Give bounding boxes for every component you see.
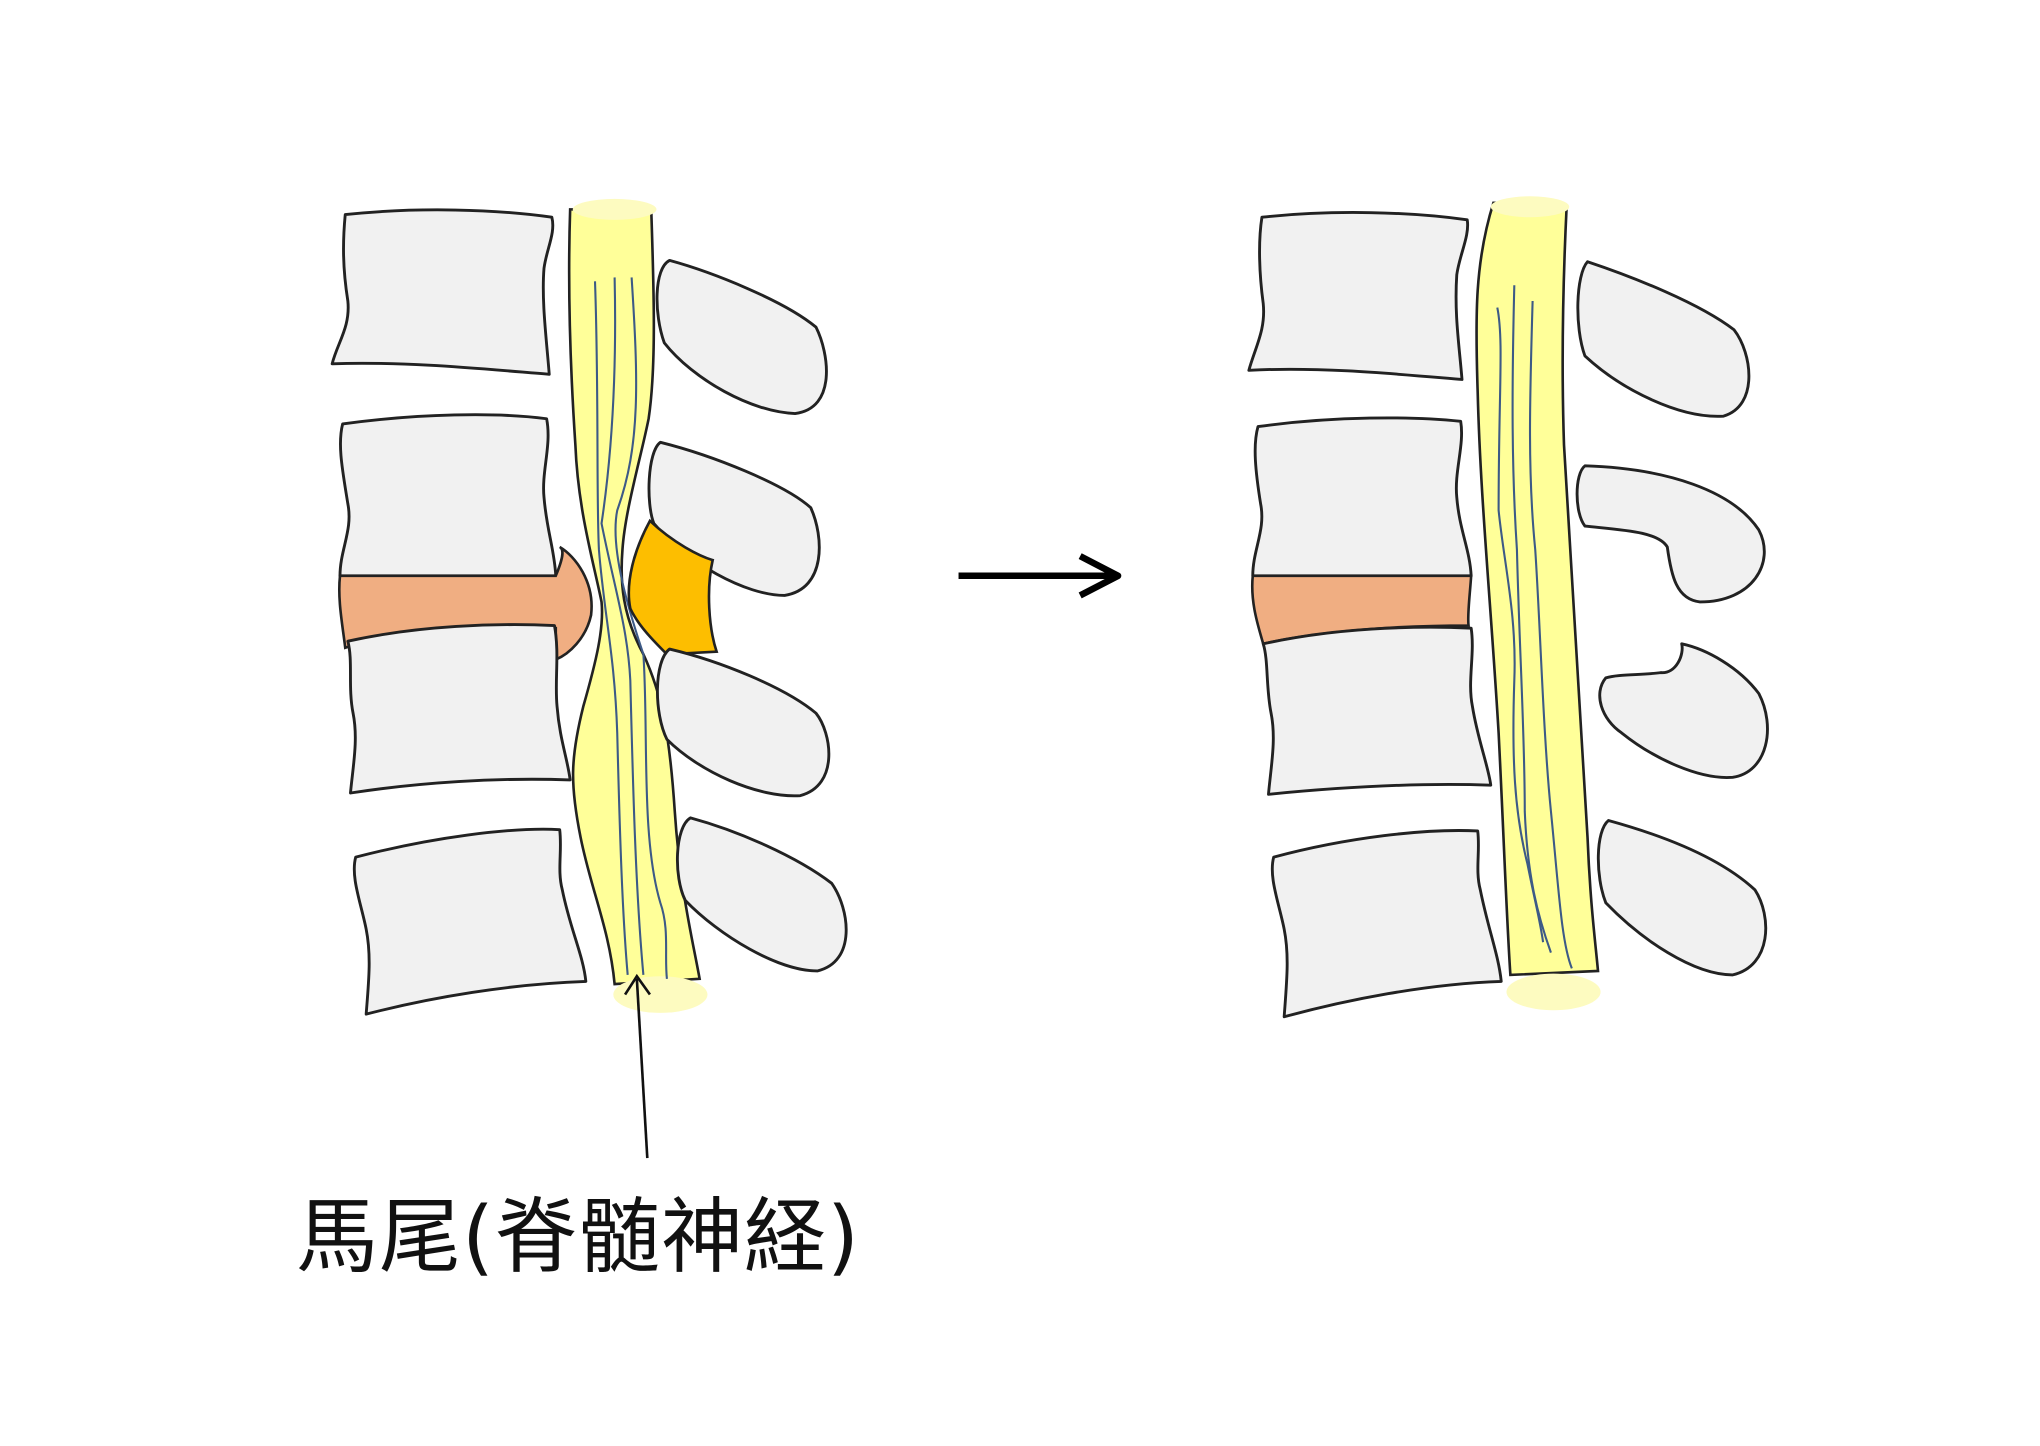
- cord-bottom-end: [613, 976, 708, 1013]
- cauda-equina: [567, 208, 702, 986]
- lamina-1: [1576, 260, 1751, 418]
- lamina-2-resected: [1575, 464, 1766, 604]
- cord-bottom-end: [1506, 973, 1601, 1011]
- cord-top-end: [572, 198, 657, 220]
- vertebral-body-2: [1251, 416, 1473, 578]
- label-pointer-arrowhead: [623, 973, 651, 996]
- thickened-ligament: [627, 518, 719, 656]
- vertebral-body-3: [346, 623, 572, 795]
- lamina-4: [676, 816, 848, 973]
- cauda-equina-label: 馬尾(脊髄神経): [296, 1190, 860, 1285]
- vertebral-body-4: [1270, 829, 1503, 1019]
- lamina-4: [1596, 819, 1768, 977]
- vertebral-body-1: [1247, 211, 1470, 381]
- nerve-roots: [1496, 285, 1573, 969]
- before-spine: [330, 198, 848, 1159]
- lamina-3: [656, 647, 831, 798]
- after-spine: [1247, 196, 1769, 1019]
- vertebral-body-4: [352, 827, 588, 1016]
- transition-arrow: [958, 553, 1122, 599]
- vertebral-body-3: [1261, 625, 1493, 796]
- label-pointer-line: [635, 978, 649, 1159]
- vertebral-body-2: [338, 413, 558, 578]
- cord-top-end: [1490, 196, 1570, 218]
- vertebral-body-1: [330, 208, 555, 376]
- lamina-1: [655, 258, 828, 415]
- nerve-roots: [593, 277, 668, 979]
- lamina-3-resected: [1598, 642, 1769, 779]
